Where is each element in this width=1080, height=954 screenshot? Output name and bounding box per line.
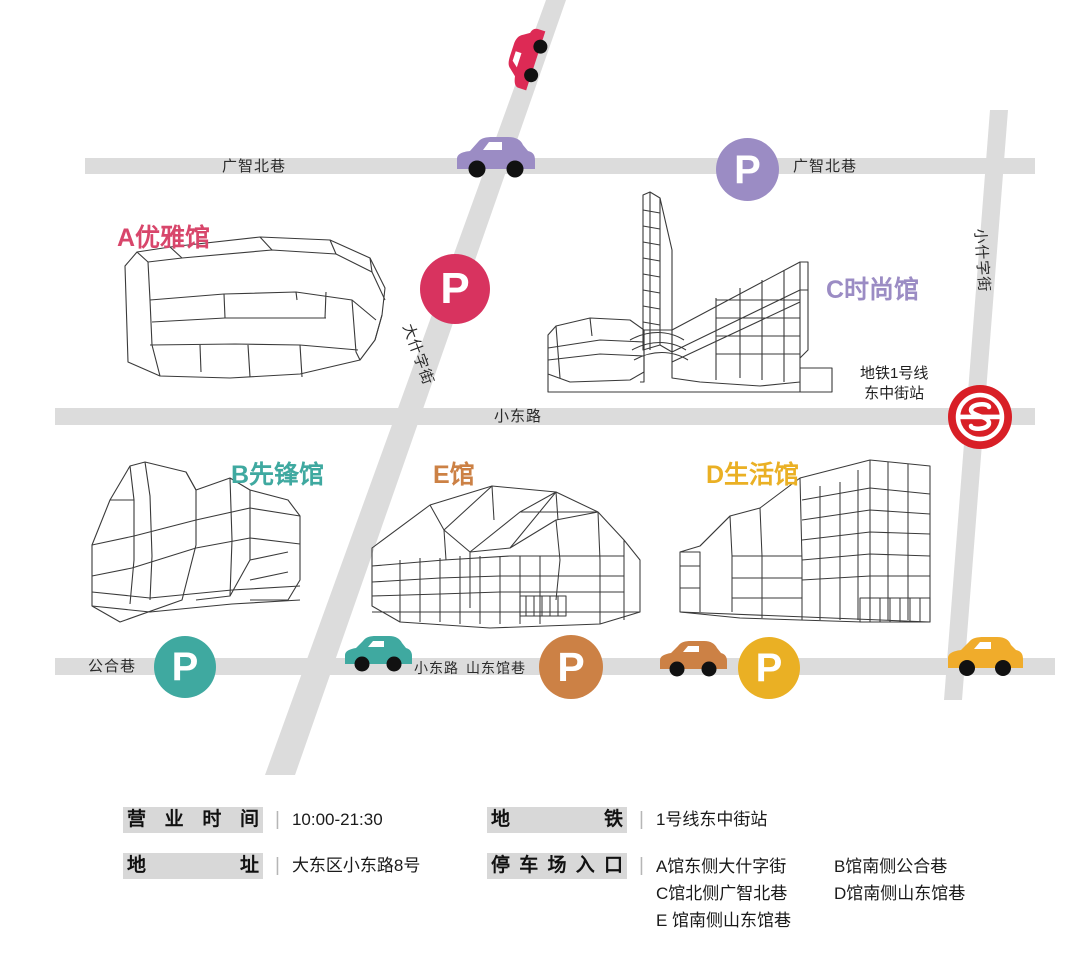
building-c-sketch [547, 191, 833, 393]
legend-key-metro-c1: 铁 [603, 809, 623, 830]
building-label-e: E馆 [433, 461, 475, 489]
legend-sep-hours: | [275, 809, 280, 830]
legend-key-parking-c4: 口 [603, 855, 623, 876]
parking-marker-a[interactable]: P [420, 254, 490, 324]
legend-key-hours-c2: 时 [202, 809, 222, 830]
legend-row-address: 地 址 | 大东区小东路8号 [123, 853, 420, 879]
legend-sep-metro: | [639, 809, 644, 830]
parking-entrance-row-3: E 馆南侧山东馆巷 [656, 907, 965, 934]
road-xiaodong [55, 408, 1035, 425]
legend-row-metro: 地 铁 | 1号线东中街站 [487, 807, 965, 833]
building-d-sketch [679, 459, 931, 623]
legend-row-hours: 营 业 时 间 | 10:00-21:30 [123, 807, 420, 833]
map-canvas: 广智北巷 广智北巷 小东路 公合巷 小东路 山东馆巷 大什字街 小什字街 A优雅… [55, 0, 1055, 775]
parking-marker-d[interactable]: P [738, 637, 800, 699]
legend-key-address: 地 址 [123, 853, 263, 879]
legend-key-hours: 营 业 时 间 [123, 807, 263, 833]
metro-station-marker[interactable] [948, 385, 1012, 449]
building-b-sketch [91, 461, 301, 623]
parking-entrance-1b: B馆南侧公合巷 [833, 857, 948, 876]
car-icon-purple [457, 137, 535, 178]
metro-station-label: 地铁1号线 东中街站 [860, 364, 928, 405]
car-icon-brown [660, 641, 727, 677]
road-label-guangzhi-north-right: 广智北巷 [793, 158, 858, 175]
metro-line-text: 地铁1号线 [860, 365, 929, 382]
parking-entrance-row-2: C馆北侧广智北巷 D馆南侧山东馆巷 [656, 880, 965, 907]
legend-key-hours-c1: 业 [164, 809, 184, 830]
road-label-guangzhi-north-left: 广智北巷 [222, 158, 287, 175]
building-label-c: C时尚馆 [826, 276, 920, 304]
legend-row-parking-entrance: 停 车 场 入 口 | A馆东侧大什字街 B馆南侧公合巷 C馆北侧广智北巷 D馆南侧… [487, 853, 965, 934]
car-icon-teal [345, 636, 412, 672]
car-teal [342, 633, 414, 678]
metro-station-text: 东中街站 [864, 385, 925, 403]
car-icon-yellow [948, 637, 1023, 676]
road-label-xiaoshizi: 小什字街 [971, 227, 993, 293]
parking-entrance-3a: E 馆南侧山东馆巷 [655, 911, 791, 930]
parking-entrance-2b: D馆南侧山东馆巷 [833, 884, 966, 903]
road-label-shandongguan: 山东馆巷 [466, 660, 526, 676]
parking-marker-b[interactable]: P [154, 636, 216, 698]
metro-logo-icon [949, 386, 1011, 448]
road-label-xiaodong-lower: 小东路 [414, 660, 459, 676]
road-label-gonghe: 公合巷 [88, 658, 137, 675]
legend-key-hours-c0: 营 [127, 809, 147, 830]
building-label-d: D生活馆 [706, 461, 800, 489]
legend-value-address: 大东区小东路8号 [291, 856, 421, 875]
parking-marker-e[interactable]: P [539, 635, 603, 699]
car-icon-red [508, 28, 548, 91]
legend-sep-address: | [275, 855, 280, 876]
parking-marker-c[interactable]: P [716, 138, 779, 201]
road-label-xiaodong: 小东路 [494, 408, 543, 425]
info-legend: 营 业 时 间 | 10:00-21:30 地 址 | 大东区小东路8号 [0, 775, 1080, 944]
car-red [496, 20, 560, 100]
car-yellow [945, 634, 1025, 683]
building-label-a: A优雅馆 [117, 224, 211, 252]
building-label-b: B先锋馆 [231, 461, 325, 489]
legend-key-address-c0: 地 [127, 855, 147, 876]
legend-key-parking-c3: 入 [575, 855, 595, 876]
legend-column-left: 营 业 时 间 | 10:00-21:30 地 址 | 大东区小东路8号 [123, 807, 420, 899]
legend-value-parking-entrance: A馆东侧大什字街 B馆南侧公合巷 C馆北侧广智北巷 D馆南侧山东馆巷 E 馆南侧山东… [656, 853, 965, 934]
legend-key-metro: 地 铁 [487, 807, 627, 833]
legend-key-address-c1: 址 [239, 855, 259, 876]
parking-entrance-2a: C馆北侧广智北巷 [655, 884, 788, 903]
legend-value-hours: 10:00-21:30 [291, 810, 383, 829]
parking-entrance-row-1: A馆东侧大什字街 B馆南侧公合巷 [656, 853, 965, 880]
parking-entrance-1a: A馆东侧大什字街 [655, 857, 787, 876]
building-e-sketch [371, 485, 641, 629]
building-a-sketch [124, 236, 386, 379]
road-guangzhi-north [85, 158, 1035, 174]
legend-key-metro-c0: 地 [491, 809, 511, 830]
legend-key-parking-c0: 停 [491, 855, 511, 876]
car-brown [657, 638, 729, 683]
legend-value-metro: 1号线东中街站 [655, 810, 768, 829]
car-purple [453, 133, 538, 183]
legend-sep-parking: | [639, 855, 644, 876]
legend-key-parking-c1: 车 [519, 855, 539, 876]
road-dashizi [265, 0, 566, 775]
legend-key-parking-c2: 场 [547, 855, 567, 876]
legend-key-hours-c3: 间 [239, 809, 259, 830]
legend-column-right: 地 铁 | 1号线东中街站 停 车 场 入 口 | A馆东侧大什字街 B馆南侧公合… [487, 807, 965, 954]
legend-key-parking-entrance: 停 车 场 入 口 [487, 853, 627, 879]
